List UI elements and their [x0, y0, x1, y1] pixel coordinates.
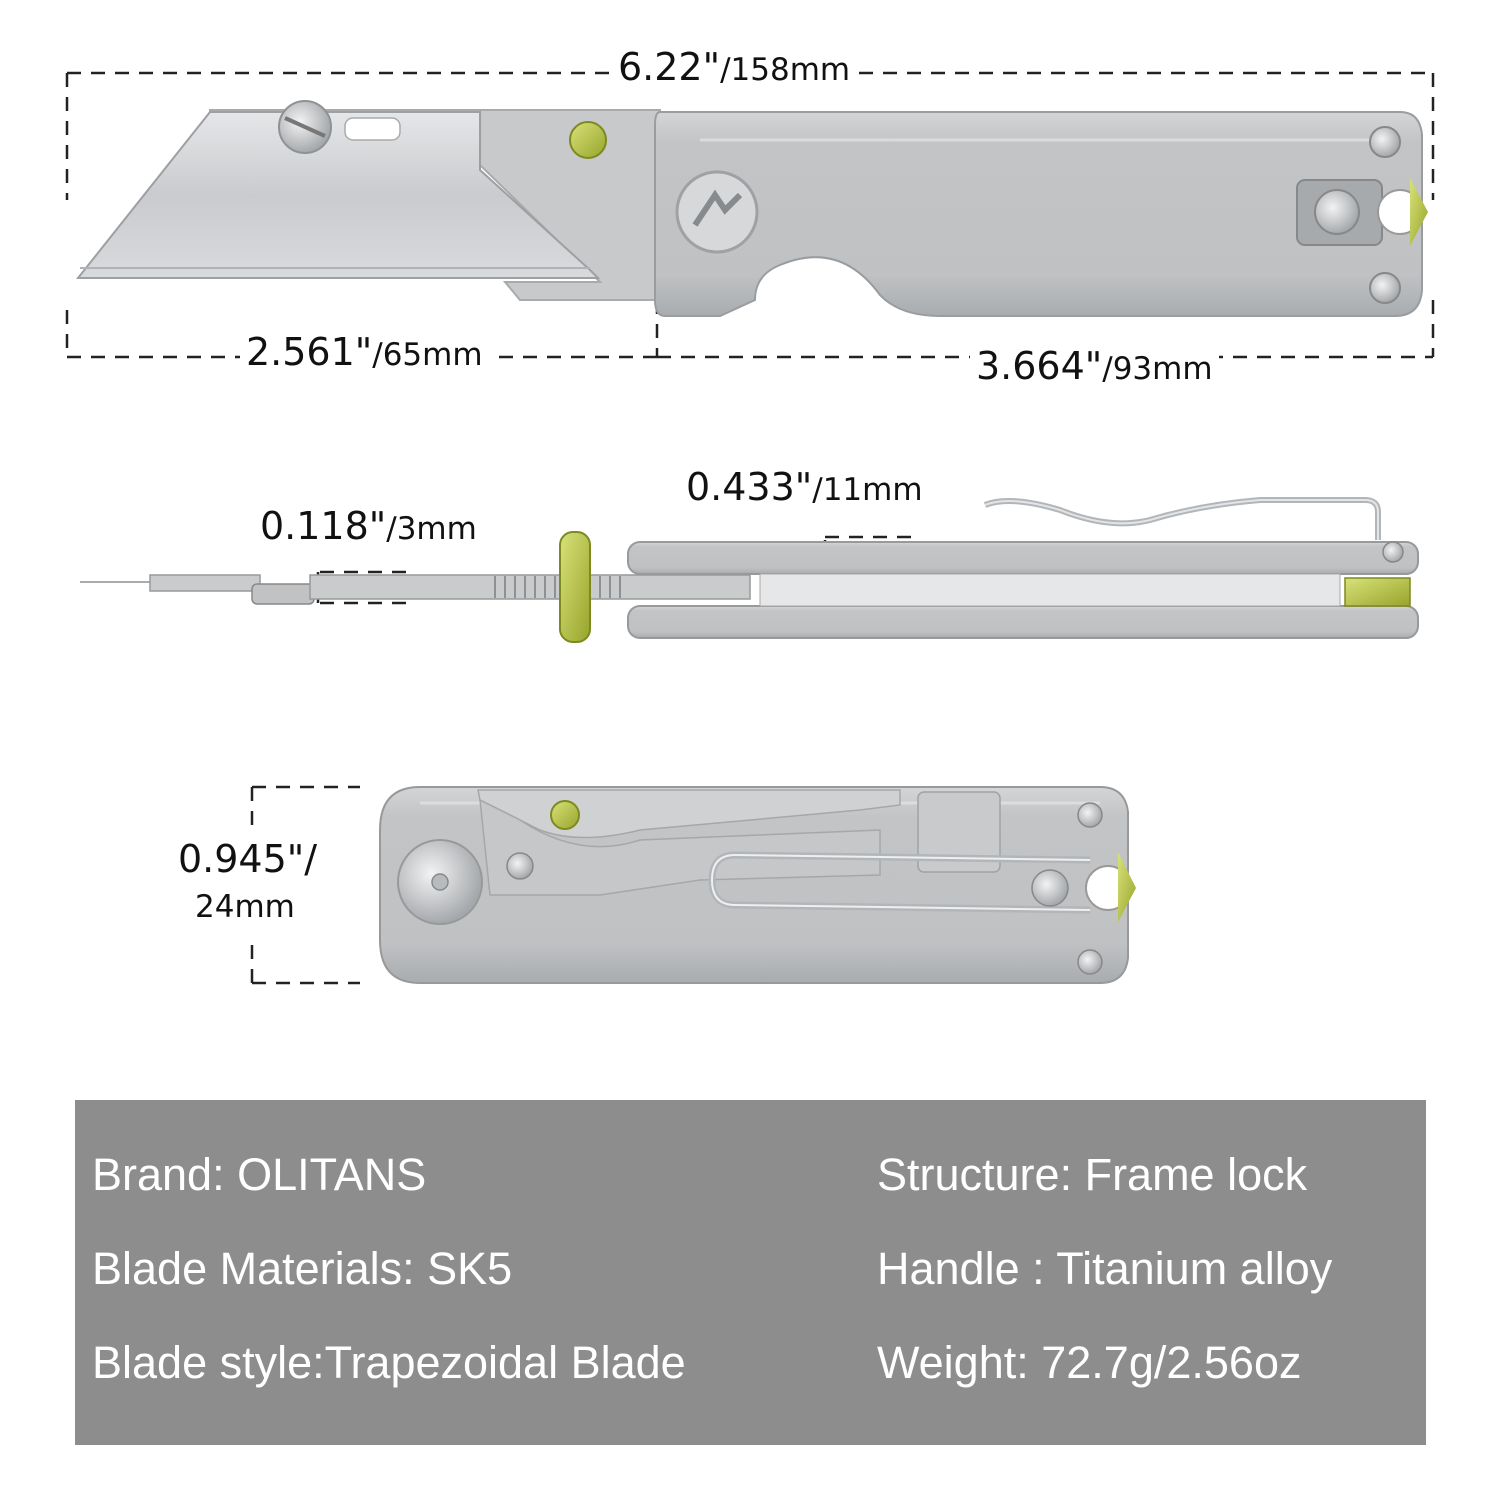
dimension-lines-bottom: [250, 785, 360, 985]
spec-blade-style: Blade style:Trapezoidal Blade: [92, 1337, 686, 1388]
knife-side-view-closed: [379, 786, 1136, 984]
handle-thickness-label: 0.433"/11mm: [686, 465, 923, 509]
handle-length-label: 3.664"/93mm: [970, 347, 1219, 385]
handle-width-label-mm: 24mm: [195, 889, 295, 925]
specifications-panel: Brand: OLITANS Blade Materials: SK5 Blad…: [75, 1100, 1426, 1445]
spec-blade-materials: Blade Materials: SK5: [92, 1243, 513, 1294]
spec-weight: Weight: 72.7g/2.56oz: [877, 1337, 1302, 1388]
spec-handle: Handle : Titanium alloy: [877, 1243, 1333, 1294]
overall-length-label: 6.22"/158mm: [612, 48, 857, 86]
knife-spine-view: [80, 497, 1419, 643]
handle-width-label-in: 0.945"/: [178, 837, 318, 881]
knife-side-view-open: [75, 100, 1428, 317]
spec-brand: Brand: OLITANS: [92, 1149, 427, 1200]
blade-thickness-label: 0.118"/3mm: [260, 504, 477, 548]
blade-length-label: 2.561"/65mm: [240, 333, 489, 371]
spec-structure: Structure: Frame lock: [877, 1149, 1308, 1200]
